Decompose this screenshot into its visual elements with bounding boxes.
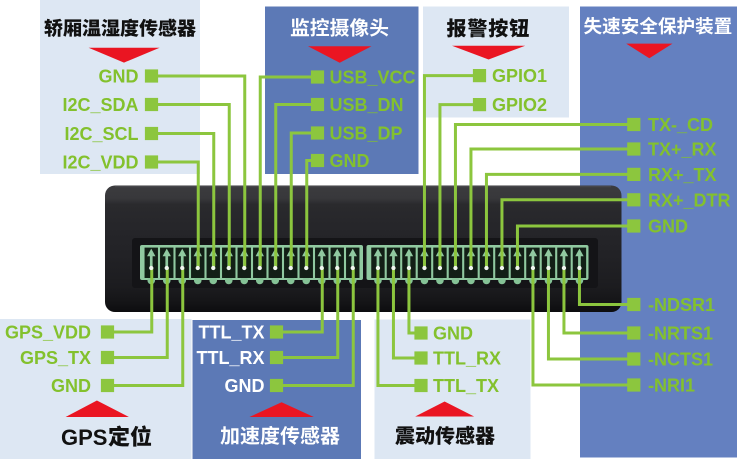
- svg-text:GND: GND: [330, 151, 370, 171]
- svg-text:I2C_SCL: I2C_SCL: [64, 124, 138, 144]
- svg-text:TTL_RX: TTL_RX: [433, 348, 501, 368]
- svg-text:GPS_VDD: GPS_VDD: [5, 322, 91, 342]
- svg-text:TTL_TX: TTL_TX: [433, 376, 499, 396]
- svg-text:GND: GND: [51, 376, 91, 396]
- svg-text:-NRI1: -NRI1: [648, 375, 695, 395]
- svg-text:-NCTS1: -NCTS1: [648, 349, 713, 369]
- svg-text:USB_DN: USB_DN: [330, 95, 404, 115]
- svg-text:GND: GND: [225, 376, 265, 396]
- svg-text:GND: GND: [433, 323, 473, 343]
- svg-text:GPS: GPS: [61, 425, 107, 450]
- svg-text:-NDSR1: -NDSR1: [648, 295, 715, 315]
- svg-text:I2C_SDA: I2C_SDA: [62, 95, 138, 115]
- svg-text:I2C_VDD: I2C_VDD: [62, 152, 138, 172]
- svg-text:-NRTS1: -NRTS1: [648, 323, 713, 343]
- svg-text:GPIO1: GPIO1: [492, 66, 547, 86]
- svg-text:GND: GND: [648, 216, 688, 236]
- svg-text:TX-_CD: TX-_CD: [648, 115, 713, 135]
- svg-text:TTL_RX: TTL_RX: [196, 348, 264, 368]
- svg-text:USB_VCC: USB_VCC: [330, 67, 416, 87]
- svg-text:GND: GND: [99, 66, 139, 86]
- svg-text:RX+_TX: RX+_TX: [648, 165, 717, 185]
- svg-text:GPIO2: GPIO2: [492, 95, 547, 115]
- svg-text:RX+_DTR: RX+_DTR: [648, 190, 731, 210]
- svg-text:GPS_TX: GPS_TX: [20, 348, 91, 368]
- svg-text:USB_DP: USB_DP: [330, 123, 403, 143]
- svg-text:TTL_TX: TTL_TX: [199, 322, 265, 342]
- svg-text:TX+_RX: TX+_RX: [648, 139, 717, 159]
